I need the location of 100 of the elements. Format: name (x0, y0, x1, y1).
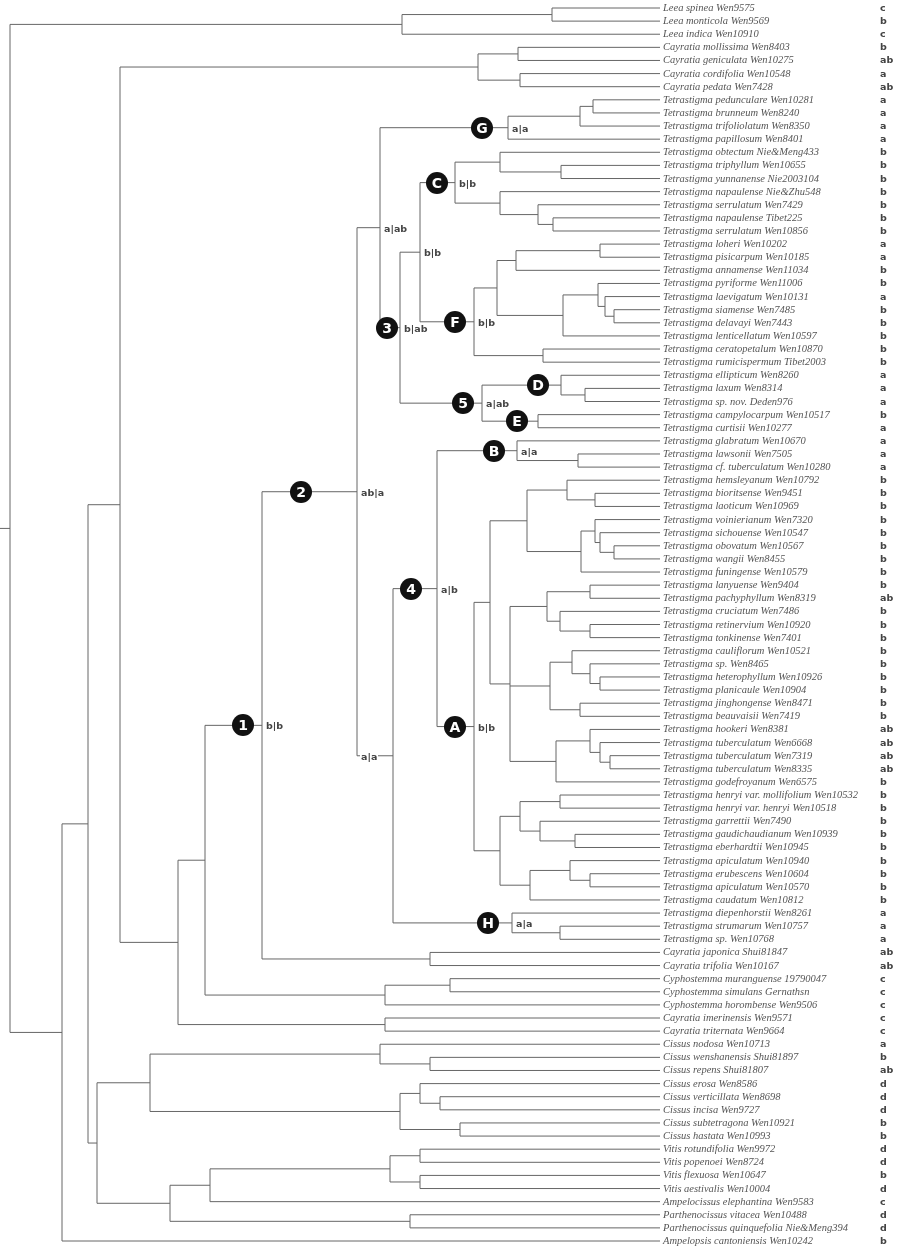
taxon-label: Tetrastigma hookeri Wen8381 (663, 723, 789, 736)
state-label: b (880, 316, 887, 329)
numbered-marker: B (483, 439, 505, 462)
taxon-label: Tetrastigma apiculatum Wen10940 (663, 854, 810, 867)
taxon-label: Tetrastigma obtectum Nie&Meng433 (663, 146, 819, 159)
state-label: a (880, 421, 887, 434)
taxon-label: Tetrastigma funingense Wen10579 (663, 566, 808, 579)
state-label: b (880, 277, 887, 290)
taxon-label: Cissus repens Shui81807 (663, 1064, 769, 1077)
numbered-marker: 3 (376, 316, 398, 339)
state-label: b (880, 487, 887, 500)
state-label: d (880, 1208, 887, 1221)
taxon-label: Tetrastigma yunnanense Nie2003104 (663, 172, 819, 185)
state-label: a (880, 106, 887, 119)
taxon-label: Tetrastigma tuberculatum Wen8335 (663, 762, 813, 775)
state-label: d (880, 1103, 887, 1116)
taxon-label: Tetrastigma cf. tuberculatum Wen10280 (663, 461, 831, 474)
state-label: b|b (477, 721, 497, 733)
state-label: a|ab (485, 398, 511, 410)
state-label: b|b (477, 316, 497, 328)
state-label: d (880, 1182, 887, 1195)
state-label: d (880, 1156, 887, 1169)
taxon-label: Parthenocissus vitacea Wen10488 (663, 1208, 807, 1221)
state-label: b (880, 1235, 887, 1247)
taxon-label: Tetrastigma sp. nov. Deden976 (663, 395, 793, 408)
state-label: b (880, 198, 887, 211)
taxon-label: Tetrastigma wangii Wen8455 (663, 552, 786, 565)
taxon-label: Tetrastigma henryi var. henryi Wen10518 (663, 802, 837, 815)
state-label: ab (880, 54, 894, 67)
taxon-label: Tetrastigma brunneum Wen8240 (663, 106, 800, 119)
state-label: c (880, 1025, 886, 1038)
taxon-label: Tetrastigma glabratum Wen10670 (663, 434, 806, 447)
state-label: a (880, 933, 887, 946)
taxon-label: Tetrastigma voinierianum Wen7320 (663, 513, 813, 526)
taxon-label: Tetrastigma triphyllum Wen10655 (663, 159, 806, 172)
taxon-label: Tetrastigma annamense Wen11034 (663, 264, 809, 277)
state-label: b (880, 172, 887, 185)
state-label: a (880, 238, 887, 251)
state-label: b (880, 775, 887, 788)
taxon-label: Vitis popenoei Wen8724 (663, 1156, 764, 1169)
taxon-label: Tetrastigma curtisii Wen10277 (663, 421, 792, 434)
state-label: b (880, 644, 887, 657)
taxon-label: Ampelopsis cantoniensis Wen10242 (663, 1235, 814, 1247)
taxon-label: Tetrastigma hemsleyanum Wen10792 (663, 474, 820, 487)
state-label: ab (880, 762, 894, 775)
taxon-label: Vitis rotundifolia Wen9972 (663, 1143, 776, 1156)
taxon-label: Tetrastigma lenticellatum Wen10597 (663, 329, 817, 342)
taxon-label: Tetrastigma retinervium Wen10920 (663, 618, 811, 631)
taxon-label: Tetrastigma laevigatum Wen10131 (663, 290, 809, 303)
state-label: b (880, 802, 887, 815)
state-label: a (880, 395, 887, 408)
taxon-label: Tetrastigma diepenhorstii Wen8261 (663, 907, 813, 920)
taxon-label: Tetrastigma gaudichaudianum Wen10939 (663, 828, 838, 841)
taxon-label: Cissus incisa Wen9727 (663, 1103, 760, 1116)
state-label: c (880, 28, 886, 41)
state-label: b (880, 146, 887, 159)
state-label: a (880, 93, 887, 106)
taxon-label: Tetrastigma cruciatum Wen7486 (663, 605, 800, 618)
state-label: ab (880, 959, 894, 972)
taxon-label: Tetrastigma heterophyllum Wen10926 (663, 670, 823, 683)
taxon-label: Tetrastigma siamense Wen7485 (663, 303, 796, 316)
state-label: b (880, 500, 887, 513)
state-label: b (880, 684, 887, 697)
numbered-marker: E (506, 410, 528, 433)
taxon-label: Tetrastigma jinghongense Wen8471 (663, 697, 813, 710)
taxon-label: Tetrastigma godefroyanum Wen6575 (663, 775, 817, 788)
taxon-label: Cayratia cordifolia Wen10548 (663, 67, 791, 80)
taxon-label: Tetrastigma beauvaisii Wen7419 (663, 710, 800, 723)
taxon-label: Tetrastigma napaulense Nie&Zhu548 (663, 185, 821, 198)
taxon-label: Tetrastigma bioritsense Wen9451 (663, 487, 803, 500)
state-label: a|a (360, 750, 379, 762)
state-label: ab (880, 723, 894, 736)
state-label: c (880, 1195, 886, 1208)
state-label: b (880, 264, 887, 277)
state-label: ab (880, 749, 894, 762)
taxon-label: Leea indica Wen10910 (663, 28, 759, 41)
state-label: b (880, 1051, 887, 1064)
taxon-label: Tetrastigma laoticum Wen10969 (663, 500, 799, 513)
taxon-label: Cissus erosa Wen8586 (663, 1077, 758, 1090)
state-label: b (880, 159, 887, 172)
numbered-marker: D (527, 374, 549, 397)
state-label: a (880, 251, 887, 264)
state-label: a (880, 461, 887, 474)
taxon-label: Parthenocissus quinquefolia Nie&Meng394 (663, 1221, 848, 1234)
taxon-label: Tetrastigma obovatum Wen10567 (663, 539, 804, 552)
taxon-label: Tetrastigma papillosum Wen8401 (663, 133, 804, 146)
state-label: ab (880, 80, 894, 93)
taxon-label: Tetrastigma laxum Wen8314 (663, 382, 783, 395)
taxon-label: Cissus nodosa Wen10713 (663, 1038, 770, 1051)
taxon-label: Tetrastigma cauliflorum Wen10521 (663, 644, 811, 657)
state-label: c (880, 998, 886, 1011)
state-label: a (880, 133, 887, 146)
state-label: b (880, 566, 887, 579)
state-label: b (880, 867, 887, 880)
taxon-label: Tetrastigma apiculatum Wen10570 (663, 880, 810, 893)
numbered-marker: 1 (232, 714, 254, 737)
taxon-label: Cissus verticillata Wen8698 (663, 1090, 781, 1103)
taxon-label: Tetrastigma pisicarpum Wen10185 (663, 251, 810, 264)
numbered-marker: G (471, 116, 493, 139)
state-label: b (880, 185, 887, 198)
